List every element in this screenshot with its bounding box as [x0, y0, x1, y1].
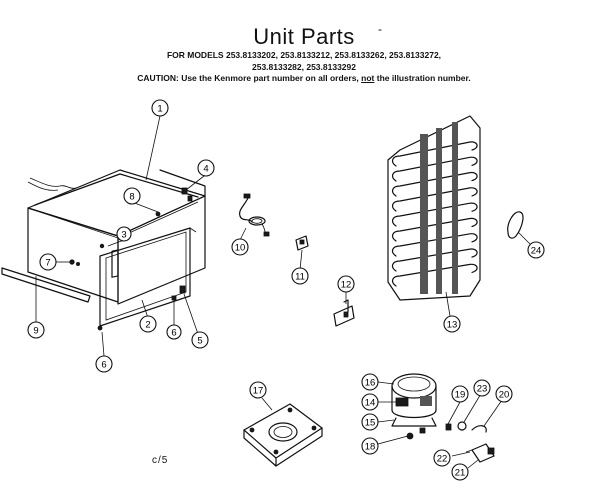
coil-loop: [391, 248, 478, 272]
callout-5: 5: [191, 331, 209, 349]
svg-text:20: 20: [499, 390, 510, 401]
callout-19: 19: [451, 385, 469, 403]
callout-3: 3: [116, 226, 132, 242]
coil-loop: [391, 171, 478, 197]
callout-1: 1: [151, 99, 169, 117]
svg-text:15: 15: [365, 418, 376, 429]
bracket-11-drawing: [295, 235, 309, 251]
callout-13: 13: [443, 315, 461, 333]
svg-text:6: 6: [171, 328, 176, 339]
callout-21: 21: [451, 463, 469, 481]
svg-text:7: 7: [45, 258, 50, 269]
condenser-coil-drawing: [387, 115, 481, 301]
svg-text:3: 3: [121, 230, 126, 241]
part-24-drawing: [507, 211, 524, 239]
svg-text:4: 4: [203, 164, 208, 175]
coil-loop: [391, 263, 478, 287]
coil-loop: [391, 141, 478, 167]
bracket-12-drawing: [333, 299, 355, 327]
callout-20: 20: [495, 385, 513, 403]
callout-11: 11: [291, 267, 309, 285]
callout-12: 12: [337, 275, 355, 293]
svg-text:11: 11: [295, 272, 305, 283]
svg-text:18: 18: [365, 442, 376, 453]
svg-text:13: 13: [447, 320, 458, 331]
svg-text:17: 17: [253, 386, 264, 397]
svg-text:5: 5: [197, 336, 202, 347]
callout-14: 14: [361, 393, 379, 411]
compressor-drawing: [391, 373, 437, 440]
callout-10: 10: [231, 238, 249, 256]
callout-16: 16: [361, 373, 379, 391]
caution-suffix: the illustration number.: [374, 73, 471, 83]
compressor-accessories: [445, 421, 495, 463]
svg-text:22: 22: [437, 454, 448, 465]
diagram-title: Unit Parts: [0, 24, 608, 50]
callout-22: 22: [433, 449, 451, 467]
leader-lines: [35, 115, 531, 469]
callout-6a: 6: [166, 324, 182, 340]
callout-15: 15: [361, 413, 379, 431]
svg-text:8: 8: [129, 192, 134, 203]
callout-4: 4: [197, 159, 215, 177]
coil-loop: [391, 202, 478, 227]
svg-text:21: 21: [455, 468, 466, 479]
svg-text:6: 6: [101, 360, 106, 371]
callout-23: 23: [473, 379, 491, 397]
callout-17: 17: [249, 381, 267, 399]
title-mark: -: [378, 22, 382, 36]
coil-loop: [391, 187, 478, 212]
door-drawing: [99, 227, 197, 327]
caution-emphasis: not: [361, 73, 375, 83]
callout-9: 9: [27, 321, 45, 339]
callout-24: 24: [527, 241, 545, 259]
callout-7: 7: [39, 253, 57, 271]
svg-text:24: 24: [531, 246, 542, 257]
caution-note: CAUTION: Use the Kenmore part number on …: [40, 73, 568, 83]
svg-text:10: 10: [235, 243, 246, 254]
svg-text:12: 12: [341, 280, 352, 291]
svg-text:16: 16: [365, 378, 376, 389]
svg-text:23: 23: [477, 384, 488, 395]
cabinet-drawing: [1, 169, 206, 305]
coil-loop: [391, 156, 478, 182]
coil-loop: [391, 233, 478, 257]
models-line-1: FOR MODELS 253.8133202, 253.8133212, 253…: [166, 50, 442, 60]
caution-prefix: CAUTION: Use the Kenmore part number on …: [137, 73, 362, 83]
callout-18: 18: [361, 437, 379, 455]
svg-text:19: 19: [455, 390, 466, 401]
svg-text:1: 1: [157, 104, 162, 115]
svg-text:14: 14: [365, 398, 376, 409]
callout-2: 2: [139, 315, 157, 333]
models-line-2: 253.8133282, 253.8133292: [252, 62, 356, 72]
coil-loop: [391, 217, 478, 242]
wire-harness-drawing: [239, 193, 270, 237]
callout-8: 8: [123, 187, 141, 205]
footer-code: c/5: [152, 455, 169, 466]
svg-text:2: 2: [145, 320, 150, 331]
title-text: Unit Parts: [253, 24, 355, 49]
callout-6b: 6: [95, 355, 113, 373]
svg-text:9: 9: [33, 326, 38, 337]
base-plate-drawing: [243, 403, 323, 467]
